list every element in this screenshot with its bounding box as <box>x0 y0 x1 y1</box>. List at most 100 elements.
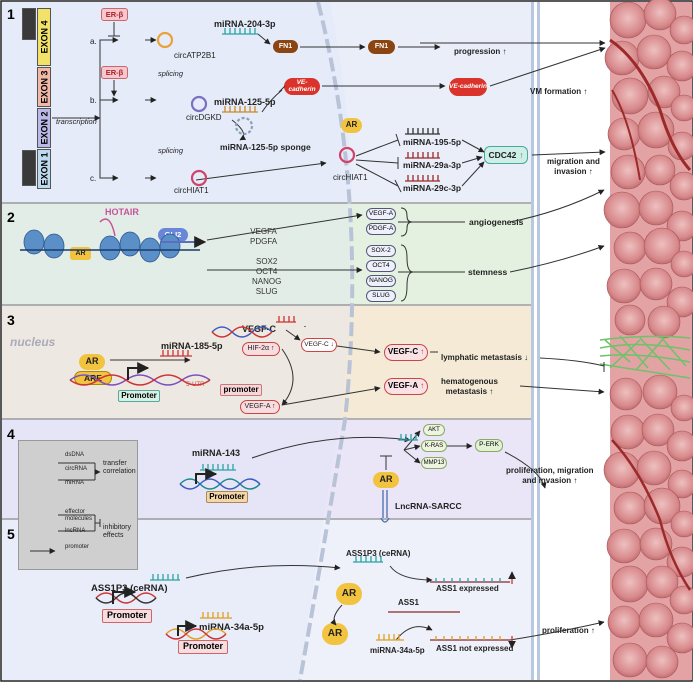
legend-lncrna: lncRNA <box>65 528 86 534</box>
promoter-box-p3-left: Promoter <box>118 390 160 402</box>
legend-transfer: transfer correlation <box>103 460 136 476</box>
exon-2-label: EXON 2 <box>39 111 50 145</box>
circdgkd-label: circDGKD <box>186 113 222 122</box>
hotair-label: HOTAIR <box>105 207 139 217</box>
lymphatic-vessels <box>599 335 691 379</box>
ar-circle-p5-b: AR <box>322 623 348 645</box>
vegfc-box-label: VEGF-C <box>387 347 419 357</box>
ar-circle-p3: AR <box>79 354 105 370</box>
hif-pill: HIF-2α ↑ <box>242 342 280 356</box>
proliferation-label: proliferation ↑ <box>542 626 595 635</box>
sox2-box: SOX-2 <box>366 245 396 257</box>
angiogenesis-label: angiogenesis <box>469 217 524 227</box>
vegfc-up-arrow: ↑ <box>420 347 425 357</box>
legend-effector: effector molecules <box>65 509 93 523</box>
ar-box-p2: AR <box>70 247 91 260</box>
exon-4-label: EXON 4 <box>39 20 50 54</box>
ass1-expressed-label: ASS1 expressed <box>436 584 499 593</box>
vegfc-down-pill: VEGF-C ↓ <box>301 338 337 352</box>
migration-invasion-label: migration and invasion ↑ <box>547 157 600 176</box>
ar-circle-p4: AR <box>373 472 399 488</box>
ve-cadherin-pill: VE-cadherin <box>449 78 487 96</box>
genes-angiogenesis: VEGFA PDGFA <box>250 227 278 246</box>
mirna-29c-label: miRNA-29c-3p <box>403 183 462 193</box>
perk-box: P-ERK <box>475 439 503 452</box>
panel-number-3: 3 <box>7 312 15 328</box>
nucleus-label: nucleus <box>10 335 56 349</box>
exon-3-label: EXON 3 <box>39 70 50 104</box>
ass1p3-label-left: ASS1P3 (ceRNA) <box>91 583 168 594</box>
genes-stemness: SOX2 OCT4 NANOG SLUG <box>252 257 282 296</box>
ass1p3-label-right: ASS1P3 (ceRNA) <box>346 549 411 558</box>
ve-cadherin-pill-small: VE-cadherin <box>284 78 320 95</box>
panel-number-4: 4 <box>7 426 15 442</box>
akt-box: AKT <box>423 424 445 436</box>
vegfc-gene-label: VEGF-C <box>242 324 277 334</box>
ass1-label: ASS1 <box>398 598 419 607</box>
mirna-125-sponge-label: miRNA-125-5p sponge <box>220 142 311 152</box>
mirna-29a-label: miRNA-29a-3p <box>403 160 462 170</box>
nanog-box: NANOG <box>366 275 396 287</box>
circatp2b1-label: circATP2B1 <box>174 51 216 60</box>
er-beta-box-b: ER-β <box>101 66 128 79</box>
pdgfa-box-p2: PDGF-A <box>366 223 396 235</box>
vegfc-box-p3: VEGF-C↑ <box>384 344 428 361</box>
transcription-label: transcription <box>56 117 97 126</box>
mirna-125-label: miRNA-125-5p <box>214 97 276 107</box>
path-a-label: a. <box>90 37 97 46</box>
legend-inhibitory: inhibitory effects <box>103 524 132 540</box>
legend-circrna: circRNA <box>65 466 87 472</box>
mirna-143-label: miRNA-143 <box>192 448 241 458</box>
exon-2-box: EXON 2 <box>37 108 51 148</box>
path-b-label: b. <box>90 96 97 105</box>
mirna-34-label-right: miRNA-34a-5p <box>370 646 425 655</box>
vegfa-box-p3: VEGF-A↑ <box>384 378 428 395</box>
promoter-box-p4: Promoter <box>206 491 248 503</box>
vm-formation-label: VM formation ↑ <box>530 87 588 96</box>
mirna-195-label: miRNA-195-5p <box>403 137 462 147</box>
panel-number-2: 2 <box>7 209 15 225</box>
ass1-not-expressed-label: ASS1 not expressed <box>436 644 514 653</box>
exon-4-box: EXON 4 <box>37 8 51 66</box>
vegfa-box-p2: VEGF-A <box>366 208 396 220</box>
splicing-label-b: splicing <box>158 69 184 78</box>
exon-4 <box>22 8 36 40</box>
exon-strand <box>22 150 36 186</box>
fn1-pill-small: FN1 <box>273 40 298 53</box>
oct4-box: OCT4 <box>366 260 396 272</box>
promoter-box-p3-right: promoter <box>220 384 262 396</box>
exon-3-box: EXON 3 <box>37 67 51 107</box>
circhiat1-label-left: circHIAT1 <box>174 186 209 195</box>
vegfa-up-arrow: ↑ <box>420 381 425 391</box>
vegfa-box-label: VEGF-A <box>387 381 419 391</box>
legend-promoter: promoter <box>65 544 90 550</box>
kras-box: K-RAS <box>421 440 447 452</box>
panel-number-1: 1 <box>7 6 15 22</box>
er-beta-box-a: ER-β <box>101 8 128 21</box>
splicing-label-c: splicing <box>158 146 184 155</box>
legend-mirna: miRNA <box>65 480 84 486</box>
are-box: ARE <box>74 371 112 385</box>
legend-dsdna: dsDNA <box>65 452 85 458</box>
mirna-34-label-left: miRNA-34a-5p <box>199 622 264 633</box>
panel-number-5: 5 <box>7 526 15 542</box>
slug-box: SLUG <box>366 290 396 302</box>
gli2-pill: GLI2 <box>158 228 188 242</box>
exon-1-label: EXON 1 <box>39 152 50 186</box>
cdc42-label: CDC42 <box>488 149 517 160</box>
legend-box <box>18 440 138 570</box>
exon-1-box: EXON 1 <box>37 149 51 189</box>
stemness-label: stemness <box>468 267 508 277</box>
promoter-box-p5-b: Promoter <box>178 640 228 654</box>
mirna-204-label: miRNA-204-3p <box>214 19 276 29</box>
tumor-cells <box>603 0 693 679</box>
hematogenous-label: hematogenous metastasis ↑ <box>441 377 498 397</box>
proliferation-migration-label: proliferation, migration and invasion ↑ <box>506 466 594 486</box>
utr-label: 5' UTR <box>186 382 205 388</box>
mirna-185-label: miRNA-185-5p <box>161 341 223 351</box>
ar-circle-p5-a: AR <box>336 583 362 605</box>
promoter-box-p5-a: Promoter <box>102 609 152 623</box>
fn1-pill: FN1 <box>368 40 395 54</box>
lncrna-sarcc-label: LncRNA-SARCC <box>395 501 462 511</box>
